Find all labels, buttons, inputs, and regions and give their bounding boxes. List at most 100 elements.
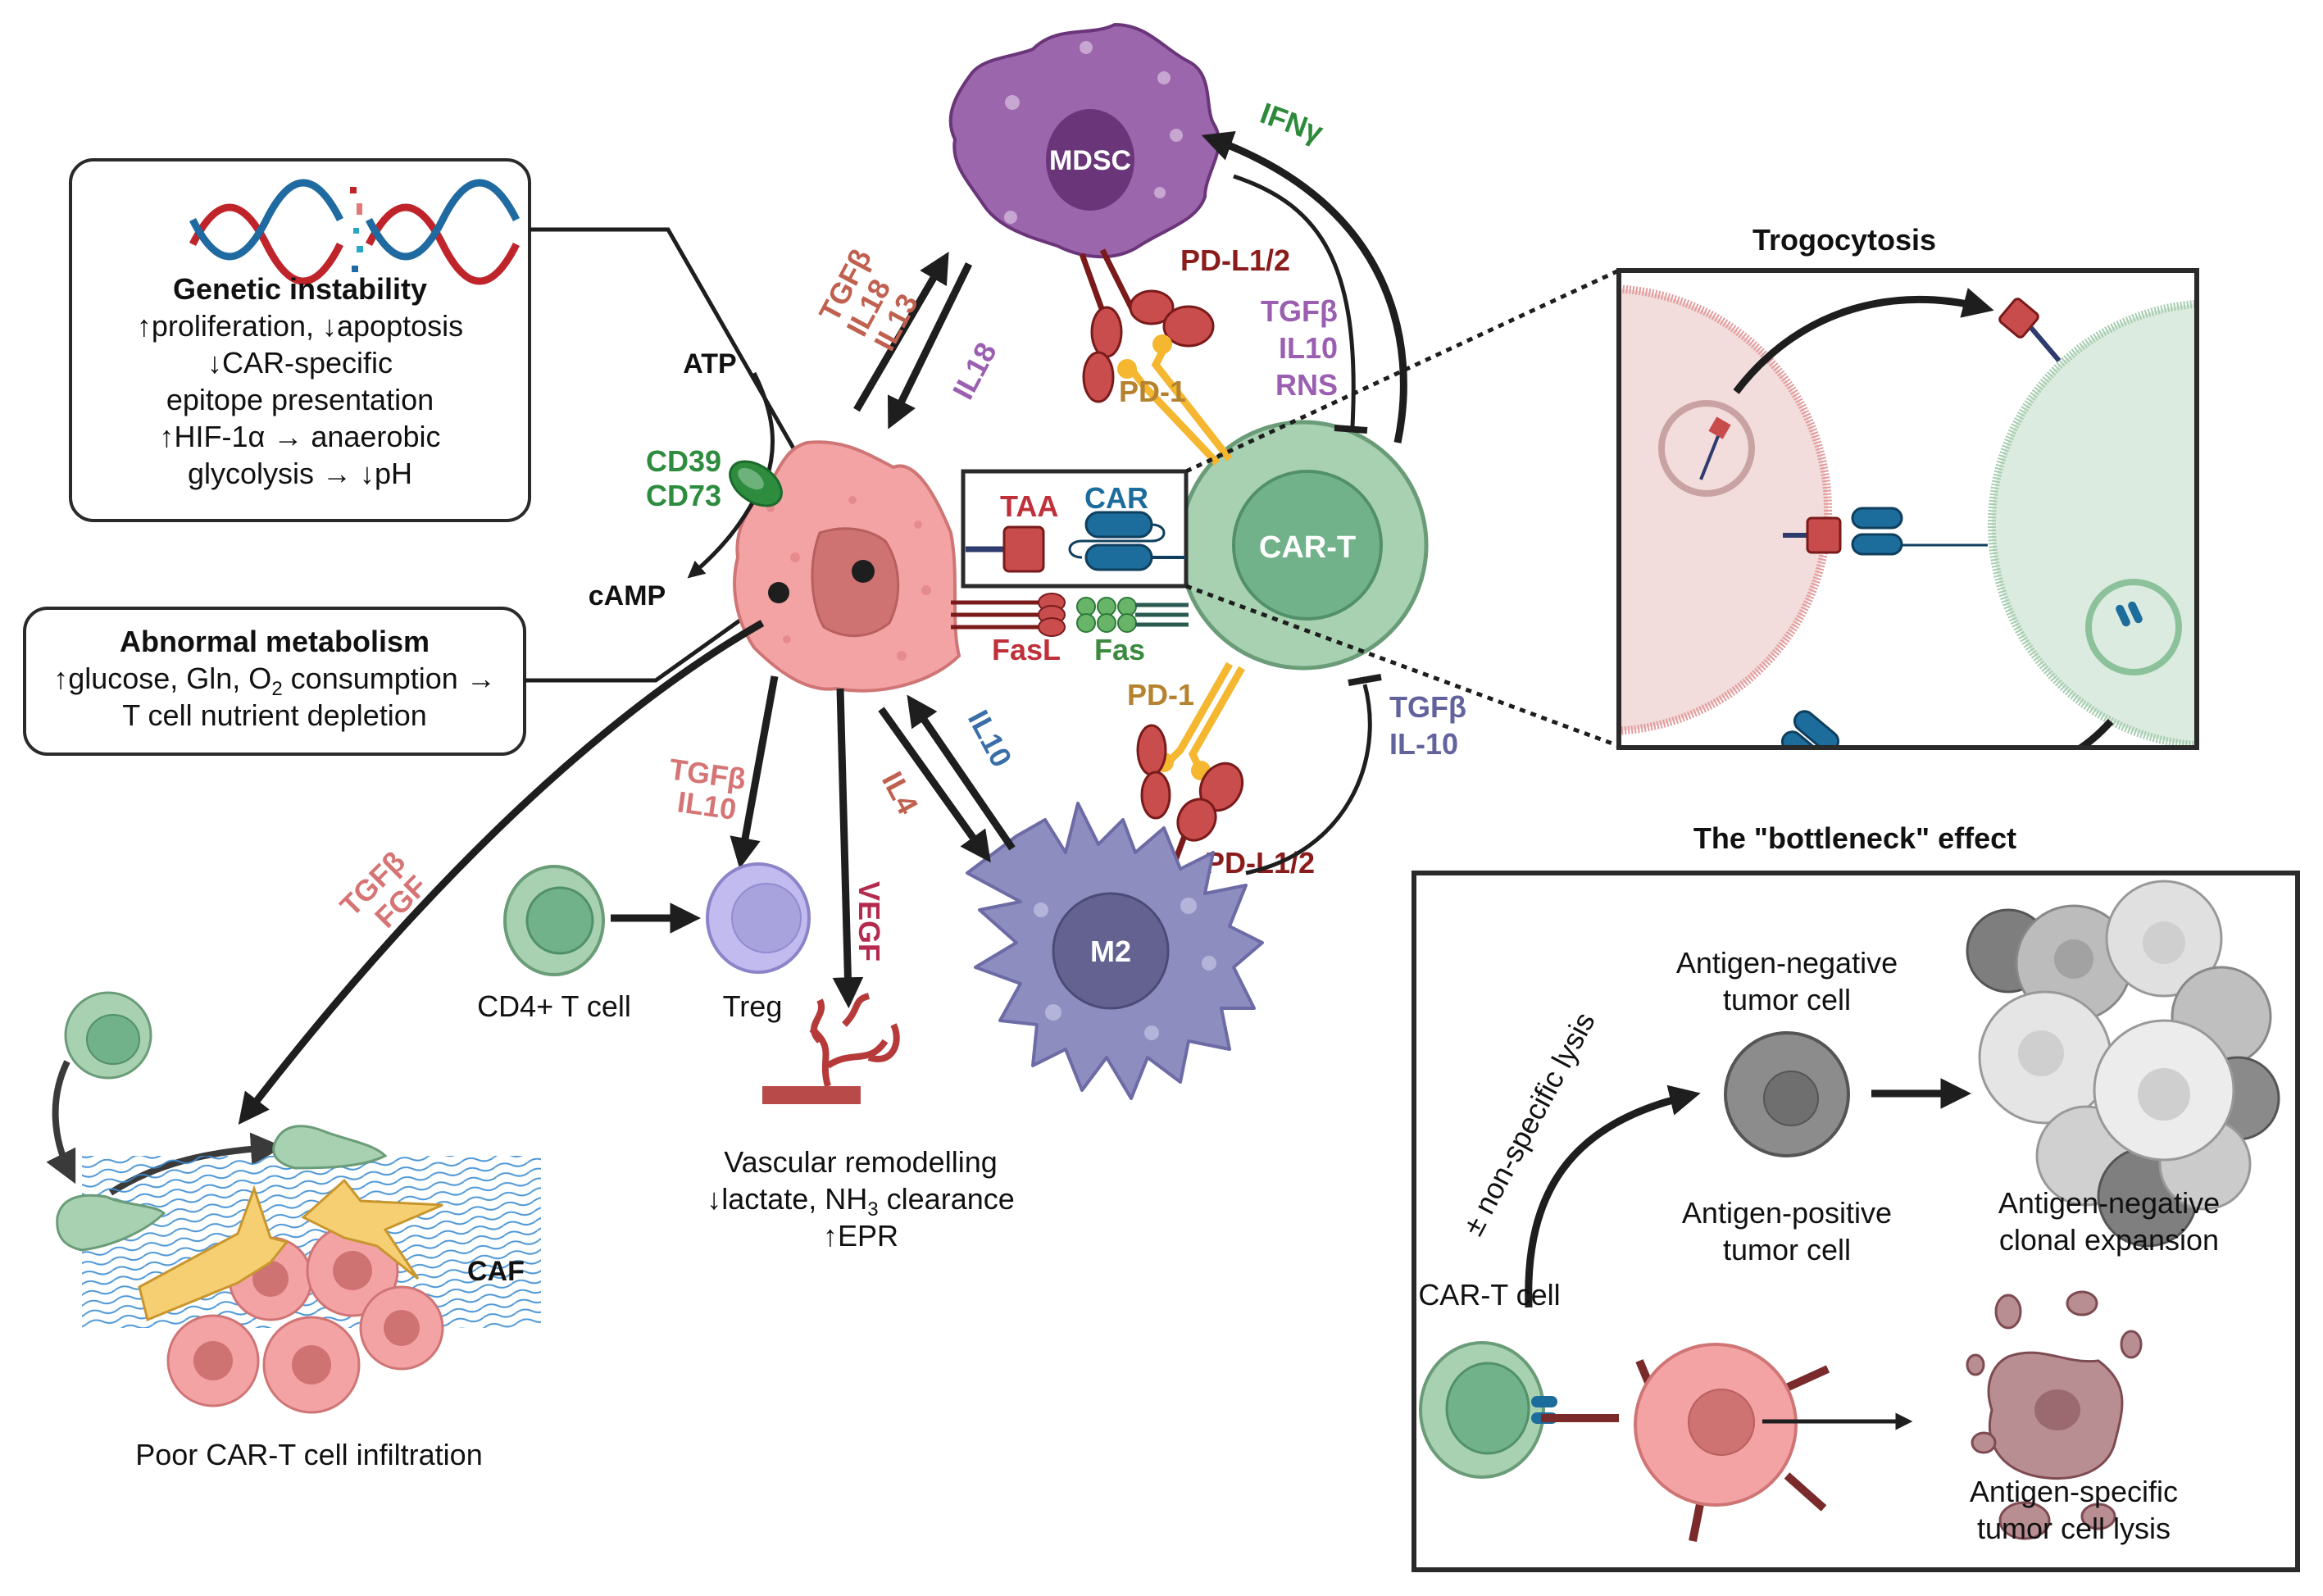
- nonspecific-lysis-arrow: [1525, 1084, 1701, 1308]
- ifng-arrow: [1201, 131, 1407, 443]
- clonal-expansion-label-1: Antigen-negative: [1998, 1186, 2220, 1220]
- m2-label: M2: [1090, 934, 1131, 968]
- clonal-expansion-label-2: clonal expansion: [1999, 1223, 2219, 1257]
- dna-broken-icon: [189, 179, 521, 285]
- car-label: CAR: [1084, 481, 1148, 515]
- cart-membrane: [1988, 300, 2194, 745]
- cart-label: CAR-T: [1259, 530, 1356, 565]
- bottleneck-cart-cell: [1419, 1341, 1545, 1479]
- tumor-nucleus: [811, 527, 900, 638]
- blood-vessel-icon: [762, 993, 900, 1104]
- cd73-label: CD73: [646, 479, 721, 512]
- lysed-tumor-cell: [1966, 1290, 2143, 1540]
- fas-label: Fas: [1094, 633, 1145, 666]
- car-receptor-icon: [1084, 511, 1153, 539]
- mdsc-inhibit-bar: [1334, 425, 1368, 434]
- bottleneck-panel: Antigen-negative tumor cell Antigen-nega…: [1412, 871, 2300, 1572]
- ifng-label: IFNγ: [1256, 96, 1327, 149]
- taa-antigen-icon: [1002, 525, 1045, 573]
- taa-antigen-icon: [1806, 516, 1842, 554]
- m2-nucleus: [1052, 892, 1170, 1010]
- antigen-negative-tumor-cell: [1724, 1031, 1850, 1157]
- lysis-label-1: Antigen-specific: [1970, 1475, 2178, 1508]
- metabolism-connector-line: [525, 590, 780, 683]
- pd1-top-label: PD-1: [1119, 375, 1186, 408]
- cd4-label: CD4+ T cell: [477, 989, 631, 1023]
- taa-car-inset: TAA CAR: [961, 469, 1189, 589]
- trogocytosis-panel: [1616, 268, 2199, 750]
- genetic-instability-box: Genetic instability ↑proliferation, ↓apo…: [69, 158, 531, 522]
- treg-label: Treg: [723, 989, 783, 1023]
- treg-cytokine-il10: IL10: [675, 784, 739, 826]
- caf-cytokines: TGFβ FGF: [334, 844, 434, 934]
- mdsc-to-tumor-arrow: [887, 262, 973, 430]
- atp-arrow-upper: [752, 371, 775, 480]
- genetic-line-3: epitope presentation: [166, 383, 434, 416]
- m2-macrophage: M2: [966, 802, 1264, 1100]
- antigen-positive-label-1: Antigen-positive: [1682, 1196, 1892, 1230]
- cart-vesicle: [2085, 579, 2182, 675]
- lysis-label-2: tumor cell lysis: [1977, 1512, 2171, 1545]
- vascular-line-2: ↓lactate, NH3 clearance: [707, 1182, 1015, 1221]
- antigen-negative-label-2: tumor cell: [1723, 983, 1851, 1016]
- cd39-label: CD39: [646, 444, 721, 478]
- taa-label: TAA: [1000, 489, 1058, 523]
- atp-label: ATP: [683, 348, 736, 380]
- caf-fibroblast: [138, 1184, 289, 1322]
- transferred-car-icon: [1793, 710, 1840, 745]
- pd1-bottom-label: PD-1: [1127, 678, 1194, 712]
- vegf-label: VEGF: [852, 881, 886, 962]
- mdsc-label: MDSC: [1049, 145, 1131, 176]
- metabolism-line-2: T cell nutrient depletion: [122, 698, 427, 732]
- tumor-to-mdsc-arrow: [853, 251, 949, 412]
- caf-label: CAF: [467, 1256, 525, 1287]
- antigen-positive-tumor-cell: [1541, 1343, 1830, 1542]
- vascular-line-1: Vascular remodelling: [724, 1145, 998, 1179]
- pdl-top-label: PD-L1/2: [1180, 243, 1290, 277]
- antigen-negative-label-1: Antigen-negative: [1676, 946, 1898, 980]
- vascular-line-3: ↑EPR: [823, 1219, 898, 1253]
- treg-cell: [706, 862, 811, 974]
- trogocytosis-title: Trogocytosis: [1752, 223, 1936, 257]
- mdsc-inhibit-cart-line: [1233, 174, 1356, 427]
- tumor-to-mdsc-cytokines: TGFβ IL18 IL13: [812, 243, 925, 357]
- transferred-taa-icon: [1998, 298, 2039, 339]
- vegf-arrow: [832, 688, 864, 1009]
- camp-label: cAMP: [589, 580, 666, 612]
- pdl1-m2: [1136, 724, 1244, 871]
- genetic-instability-title: Genetic instability: [173, 272, 427, 306]
- pd1-top: [1117, 334, 1233, 466]
- mdsc-cytokine-tgfb: TGFβ: [1261, 294, 1338, 328]
- genetic-line-1: ↑proliferation, ↓apoptosis: [137, 309, 463, 343]
- taa-transfer-arrow: [1733, 288, 1994, 394]
- infiltration-caption: Poor CAR-T cell infiltration: [135, 1438, 482, 1471]
- infiltration-scene: [46, 991, 541, 1414]
- fasl-fas-pair: [951, 593, 1189, 637]
- m2-il10-label: IL10: [961, 705, 1019, 773]
- bottleneck-title: The "bottleneck" effect: [1693, 821, 2016, 855]
- antigen-positive-label-2: tumor cell: [1723, 1233, 1851, 1266]
- clonal-expansion-cluster: [1966, 880, 2280, 1248]
- genetic-line-5: glycolysis → ↓pH: [188, 457, 412, 490]
- m2-cytokine-il10: IL-10: [1389, 727, 1458, 761]
- zoom-guide-bottom: [1185, 584, 1620, 748]
- cart-cell-label: CAR-T cell: [1418, 1278, 1560, 1312]
- m2-inhibit-cart-line: [1245, 684, 1372, 875]
- fasl-label: FasL: [992, 633, 1061, 666]
- il4-label: IL4: [875, 766, 925, 820]
- car-receptor-icon: [1851, 507, 1903, 530]
- tumor-vesicle: [1658, 400, 1755, 497]
- pdl1-mdsc: [1079, 248, 1215, 403]
- tumor-cell: [733, 440, 961, 693]
- m2-cytokine-tgfb: TGFβ: [1389, 690, 1466, 724]
- genetic-line-4: ↑HIF-1α → anaerobic: [160, 420, 441, 453]
- m2-inhibit-bar: [1348, 674, 1382, 686]
- metabolism-line-1: ↑glucose, Gln, O2 consumption →: [53, 662, 496, 700]
- genetic-line-2: ↓CAR-specific: [207, 346, 393, 380]
- tumor-to-treg-arrow: [730, 675, 779, 869]
- mdsc-nucleus: [1046, 109, 1134, 211]
- m2-to-tumor-arrow: [907, 694, 1016, 851]
- pd1-bottom: [1154, 662, 1245, 780]
- tumor-to-m2-arrow: [878, 707, 991, 863]
